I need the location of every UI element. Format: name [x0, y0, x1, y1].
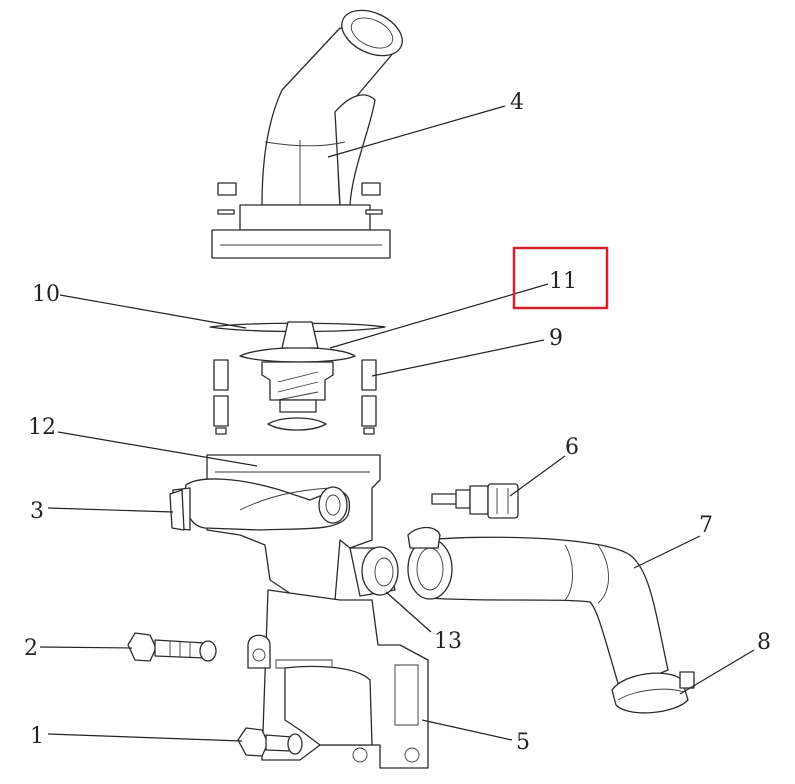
callout-9: 9 [549, 326, 563, 351]
part-7-coolant-hose [407, 526, 669, 691]
part-11-thermostat [239, 321, 356, 431]
part-8-hose-clamp [611, 671, 695, 714]
part-1-short-bolt [237, 727, 303, 757]
callout-1: 1 [30, 724, 44, 749]
callout-10: 10 [32, 282, 60, 307]
part-3-plug [169, 489, 185, 531]
part-2-long-bolt [127, 632, 217, 662]
part-5-lower-housing-bracket [247, 589, 429, 769]
callout-8: 8 [757, 630, 771, 655]
callout-2: 2 [24, 636, 38, 661]
callout-7: 7 [699, 513, 713, 538]
part-4-water-outlet-elbow [211, 9, 403, 259]
leader-lines [39, 105, 755, 742]
callout-11-highlight-box [512, 246, 609, 310]
part-13-pipe-stub [349, 546, 399, 597]
part-9-retaining-clips [213, 359, 377, 435]
callout-13: 13 [434, 629, 462, 654]
callout-4: 4 [510, 90, 524, 115]
part-12-thermostat-housing [172, 454, 381, 601]
callout-5: 5 [516, 730, 530, 755]
callout-3: 3 [30, 499, 44, 524]
callout-6: 6 [565, 435, 579, 460]
part-6-temperature-sensor [431, 483, 519, 519]
callout-11: 11 [549, 269, 577, 294]
callout-12: 12 [28, 415, 56, 440]
